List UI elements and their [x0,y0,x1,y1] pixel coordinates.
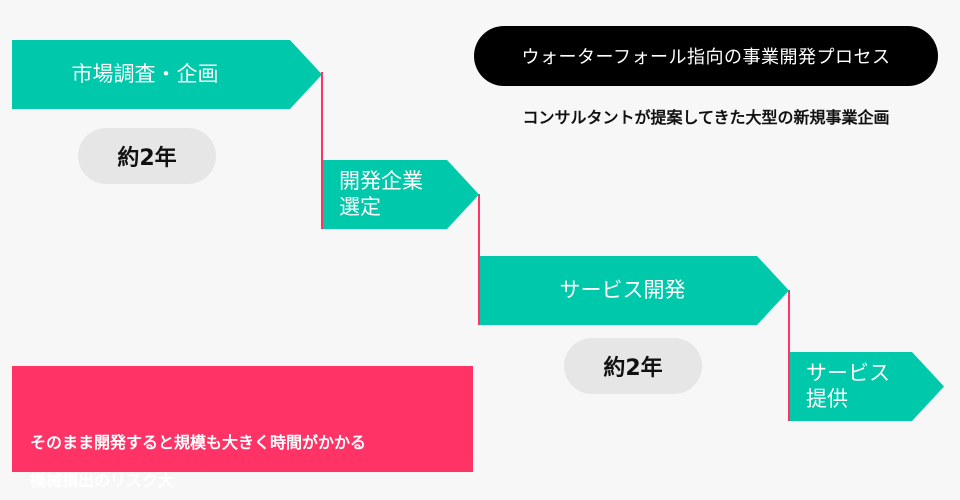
step-label: サービス 提供 [806,361,890,411]
step-label: 市場調査・企画 [71,61,219,86]
duration-pill-development: 約2年 [564,338,702,394]
step-vendor-selection: 開発企業 選定 [323,160,479,229]
title-badge: ウォーターフォール指向の事業開発プロセス [474,26,938,86]
diagram-title: ウォーターフォール指向の事業開発プロセス [521,47,891,68]
step-market-research: 市場調査・企画 [12,40,322,109]
connector-line-2 [478,194,480,325]
connector-line-1 [321,72,323,229]
connector-line-3 [788,290,790,421]
step-service-launch: サービス 提供 [790,352,944,421]
step-label: 開発企業 選定 [339,169,423,219]
duration-label: 約2年 [117,146,177,171]
risk-callout: そのまま開発すると規模も大きく時間がかかる 機械損出のリスク大 [12,366,473,490]
duration-pill-planning: 約2年 [78,128,216,184]
step-service-development: サービス開発 [480,256,789,325]
diagram-subtitle: コンサルタントが提案してきた大型の新規事業企画 [522,108,890,127]
step-label: サービス開発 [559,277,686,302]
risk-text: そのまま開発すると規模も大きく時間がかかる 機械損出のリスク大 [30,433,367,490]
duration-label: 約2年 [603,356,663,381]
